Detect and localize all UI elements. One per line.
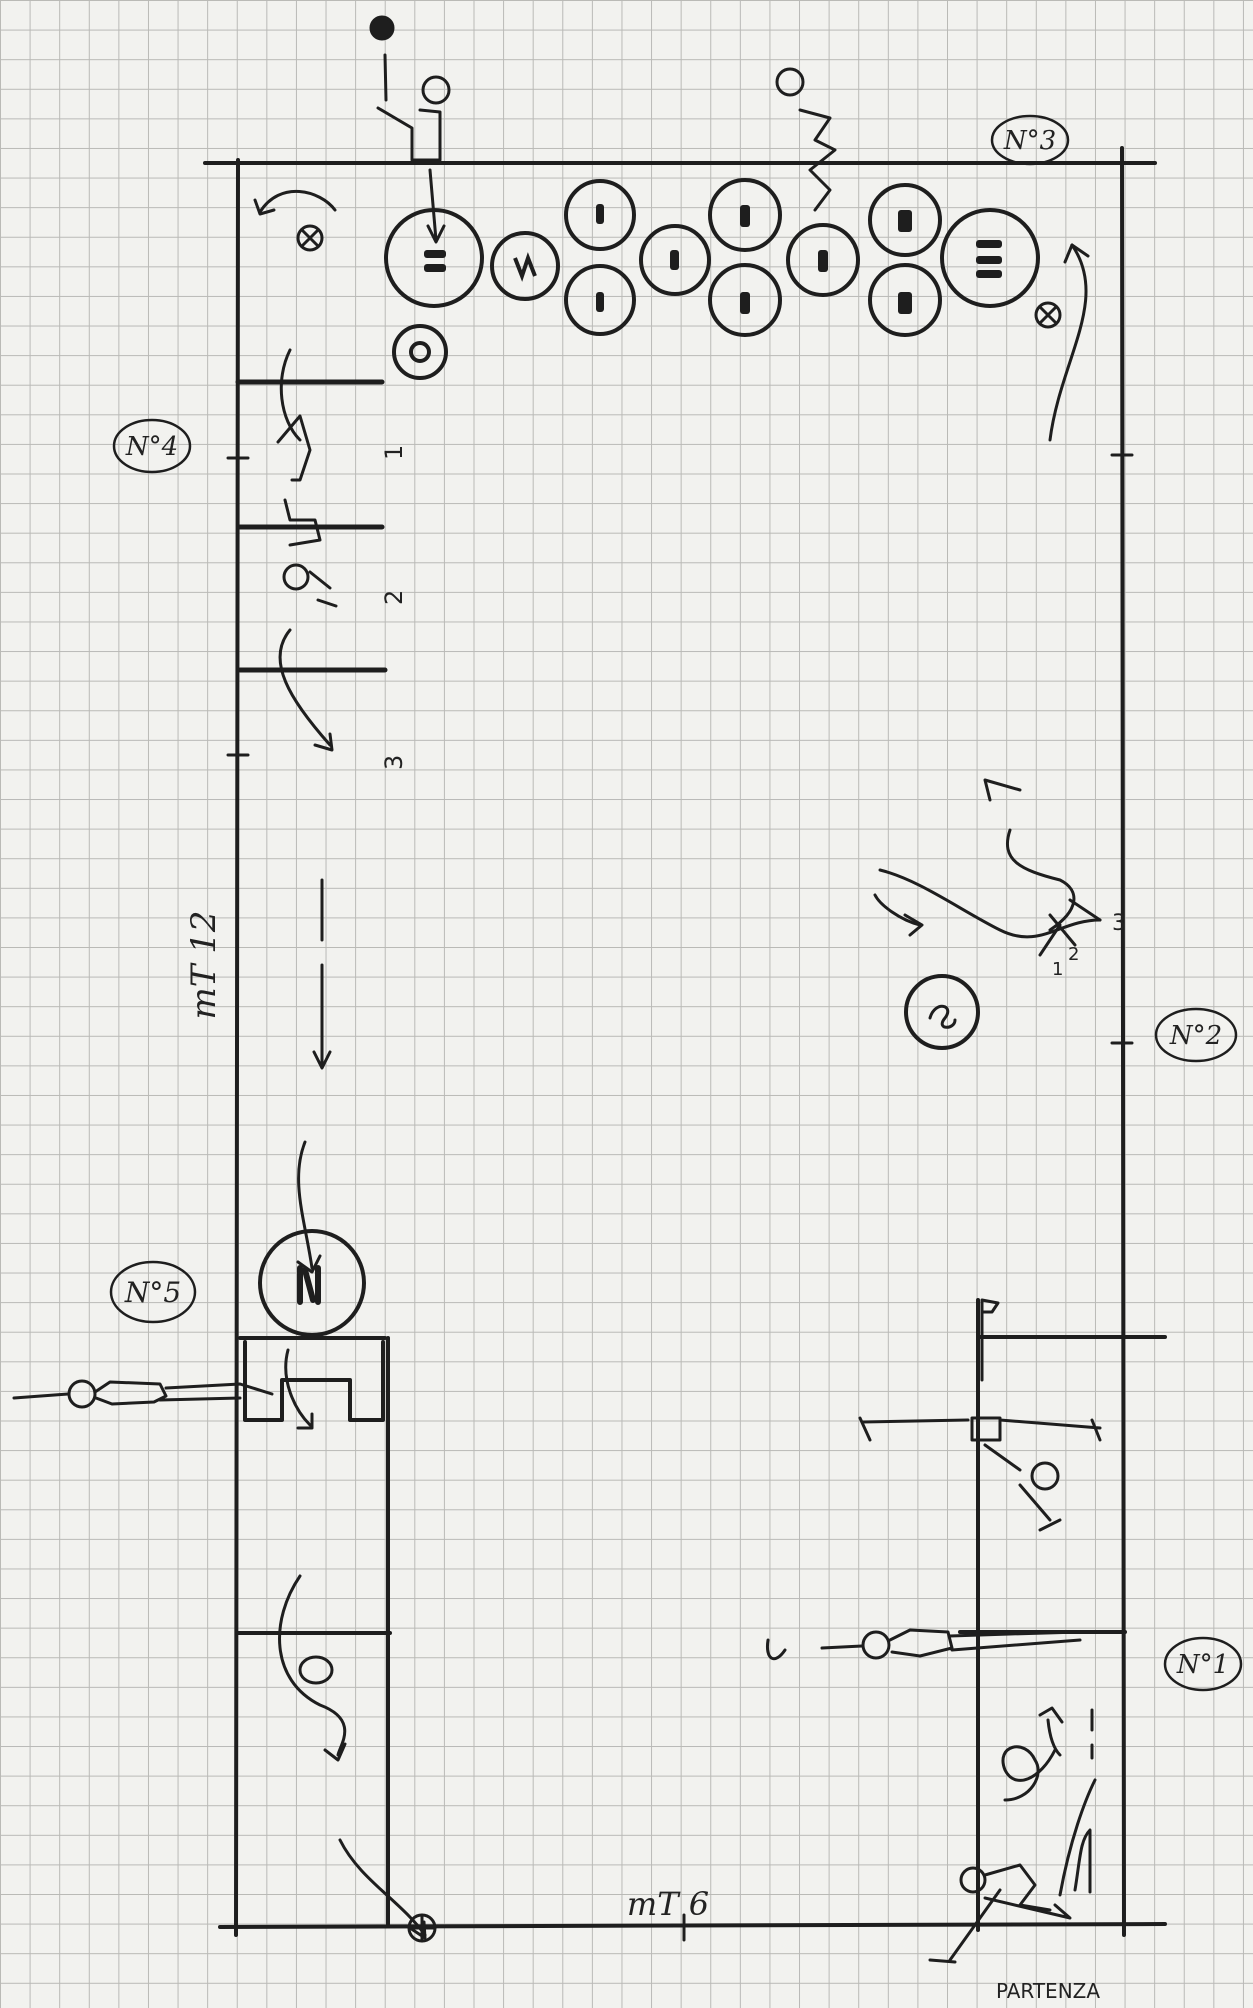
- start-label: PARTENZA: [996, 1979, 1100, 2003]
- station-3-tyres: [386, 180, 1038, 378]
- station-label-n3: N°3: [992, 116, 1068, 164]
- station-3-arrows: [255, 191, 1088, 440]
- station-label-n2: N°2: [1156, 1009, 1236, 1061]
- station-label-n1-text: N°1: [1176, 1650, 1229, 1680]
- station-5-athlete: [14, 1381, 272, 1407]
- station-label-n4: N°4: [114, 420, 190, 472]
- station-2-figure: [875, 780, 1100, 1048]
- hurdle-number-2: 2: [380, 590, 408, 605]
- hoop-ring-5: [260, 1231, 364, 1335]
- length-dimension: mT 12: [184, 911, 224, 1020]
- station-4-athlete: [278, 350, 336, 750]
- left-boundary: [236, 160, 238, 1935]
- field-outline: [205, 148, 1165, 1935]
- station-label-n4-text: N°4: [125, 432, 178, 462]
- station-1-lane: [960, 1300, 1165, 1930]
- turn-number-3: 3: [1112, 911, 1126, 936]
- station-label-n5-text: N°5: [124, 1276, 181, 1309]
- station-label-n2-text: N°2: [1169, 1021, 1222, 1051]
- station-5-arrows: [280, 1142, 425, 1938]
- station-1-athlete: [767, 1630, 1080, 1659]
- station-label-n3-text: N°3: [1003, 126, 1056, 156]
- spin-marker: [906, 976, 978, 1048]
- start-tyre: [394, 326, 446, 378]
- station-5-lane: [238, 1338, 390, 1925]
- hurdle-number-3: 3: [380, 755, 408, 770]
- station-4-run-arrow: [314, 880, 330, 1068]
- station-label-n1: N°1: [1165, 1638, 1241, 1690]
- station-4-hurdles: [238, 382, 385, 670]
- cone-markers: [298, 226, 1060, 1941]
- station-5-ring: [260, 1231, 364, 1335]
- station-label-n5: N°5: [111, 1262, 195, 1322]
- hurdle-numbers: 1 2 3: [380, 445, 408, 770]
- turn-number-1: 1: [1052, 959, 1063, 980]
- hurdle-number-1: 1: [380, 445, 408, 460]
- boundary-ticks: [228, 455, 1132, 1940]
- turn-number-2: 2: [1068, 944, 1079, 965]
- bottom-boundary: [220, 1924, 1165, 1927]
- width-dimension: mT 6: [627, 1885, 709, 1923]
